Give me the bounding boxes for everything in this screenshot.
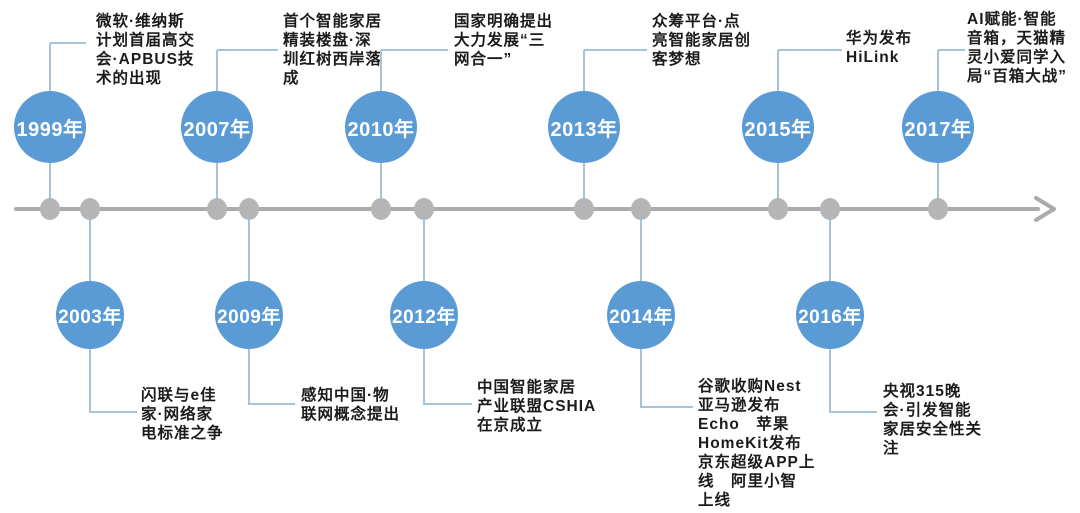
connector-line: [937, 50, 939, 91]
event-description: 华为发布 HiLink: [846, 30, 913, 66]
connector-line: [584, 49, 647, 51]
year-label: 2013年: [550, 118, 618, 141]
timeline-dot: [40, 198, 60, 220]
year-circle: 2013年: [548, 91, 620, 163]
year-circle: 2007年: [181, 91, 253, 163]
year-label: 2016年: [798, 306, 862, 328]
connector-line: [216, 163, 218, 209]
connector-line: [423, 209, 425, 281]
connector-line: [380, 163, 382, 209]
timeline-dot: [371, 198, 391, 220]
timeline-dot: [574, 198, 594, 220]
connector-line: [49, 43, 51, 91]
year-circle: 2009年: [215, 281, 283, 349]
event-description: 微软·维纳斯 计划首届高交 会·APBUS技 术的出现: [96, 13, 196, 87]
connector-line: [777, 163, 779, 209]
year-label: 2014年: [609, 306, 673, 328]
year-circle: 2012年: [390, 281, 458, 349]
connector-line: [829, 349, 831, 413]
timeline-dot: [207, 198, 227, 220]
timeline-axis: [14, 207, 1040, 211]
connector-line: [777, 50, 779, 91]
year-circle: 2015年: [742, 91, 814, 163]
year-circle: 2016年: [796, 281, 864, 349]
connector-line: [937, 163, 939, 209]
timeline-dot: [414, 198, 434, 220]
connector-line: [216, 50, 218, 91]
connector-line: [829, 209, 831, 281]
event-description: 谷歌收购Nest 亚马逊发布 Echo 苹果 HomeKit发布 京东超级APP…: [698, 378, 816, 509]
connector-line: [381, 49, 448, 51]
connector-line: [778, 49, 842, 51]
year-label: 2010年: [347, 118, 415, 141]
event-description: 央视315晚 会·引发智能 家居安全性关 注: [883, 383, 983, 457]
event-description: 首个智能家居 精装楼盘·深 圳红树西岸落 成: [283, 13, 383, 87]
connector-line: [424, 403, 472, 405]
connector-line: [90, 411, 137, 413]
year-label: 2003年: [58, 306, 122, 328]
timeline-dot: [80, 198, 100, 220]
timeline-dot: [768, 198, 788, 220]
connector-line: [248, 209, 250, 281]
connector-line: [249, 403, 295, 405]
connector-line: [641, 406, 693, 408]
connector-line: [380, 50, 382, 91]
connector-line: [248, 349, 250, 405]
year-label: 2007年: [183, 118, 251, 141]
year-circle: 2014年: [607, 281, 675, 349]
year-circle: 2003年: [56, 281, 124, 349]
connector-line: [89, 209, 91, 281]
arrowhead-icon: [1034, 196, 1056, 222]
connector-line: [423, 349, 425, 405]
connector-line: [830, 411, 877, 413]
year-label: 2015年: [744, 118, 812, 141]
connector-line: [583, 163, 585, 209]
event-description: 国家明确提出 大力发展“三 网合一”: [454, 13, 554, 68]
event-description: 闪联与e佳 家·网络家 电标准之争: [141, 387, 224, 442]
year-circle: 2010年: [345, 91, 417, 163]
event-description: 众筹平台·点 亮智能家居创 客梦想: [652, 13, 752, 68]
connector-line: [49, 163, 51, 209]
timeline-dot: [239, 198, 259, 220]
connector-line: [640, 349, 642, 408]
timeline-dot: [631, 198, 651, 220]
event-description: AI赋能·智能 音箱，天猫精 灵小爱同学入 局“百箱大战”: [967, 11, 1068, 85]
event-description: 中国智能家居 产业联盟CSHIA 在京成立: [477, 379, 597, 434]
connector-line: [938, 49, 965, 51]
year-label: 2012年: [392, 306, 456, 328]
year-label: 2017年: [904, 118, 972, 141]
event-description: 感知中国·物 联网概念提出: [301, 387, 401, 423]
connector-line: [583, 50, 585, 91]
timeline-dot: [928, 198, 948, 220]
connector-line: [89, 349, 91, 413]
connector-line: [640, 209, 642, 281]
year-circle: 1999年: [14, 91, 86, 163]
year-label: 1999年: [16, 118, 84, 141]
connector-line: [217, 49, 278, 51]
year-circle: 2017年: [902, 91, 974, 163]
timeline-dot: [820, 198, 840, 220]
connector-line: [50, 42, 86, 44]
year-label: 2009年: [217, 306, 281, 328]
